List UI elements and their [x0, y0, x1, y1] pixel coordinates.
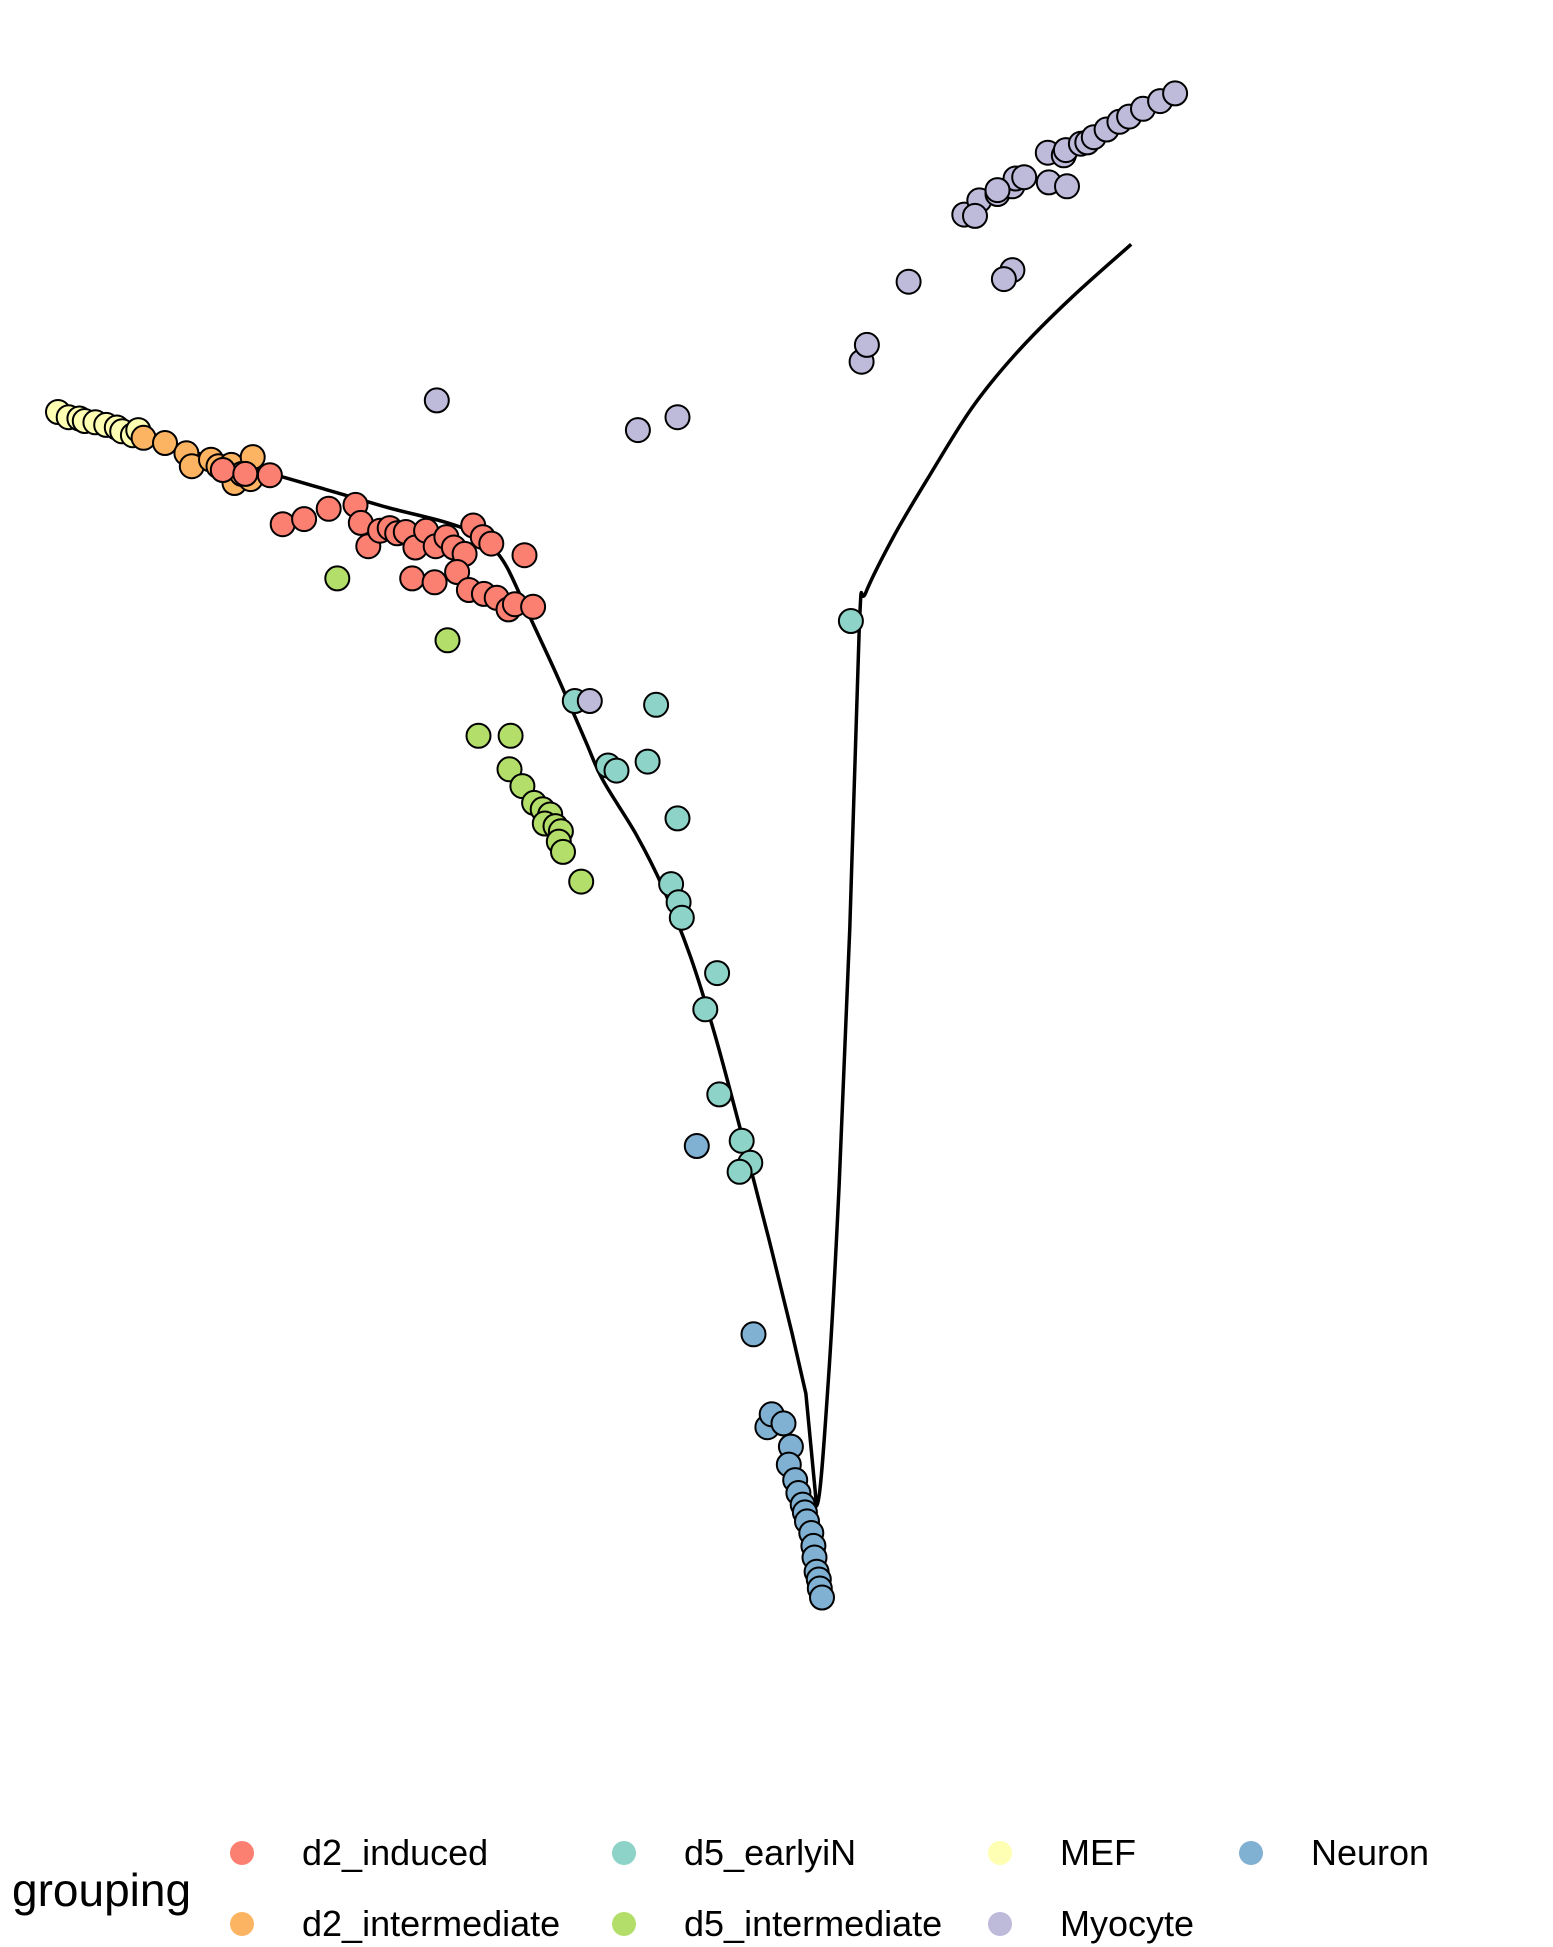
- point-d2-intermediate: [130, 424, 157, 451]
- point-d5-earlyin: [668, 904, 695, 931]
- point-myocyte: [984, 177, 1011, 204]
- legend-label-mef: MEF: [1060, 1832, 1136, 1873]
- point-d5-earlyin: [643, 691, 670, 718]
- point-d2-induced: [478, 530, 505, 557]
- legend-key-myocyte: [988, 1912, 1012, 1936]
- point-d2-induced: [256, 462, 283, 489]
- point-d5-intermediate: [465, 722, 492, 749]
- point-d5-earlyin: [664, 805, 691, 832]
- point-d2-induced: [444, 559, 471, 585]
- legend-label-neuron: Neuron: [1311, 1832, 1430, 1873]
- point-myocyte: [1162, 80, 1189, 107]
- legend-title: grouping: [12, 1864, 192, 1916]
- legend-item-myocyte: Myocyte: [988, 1901, 1194, 1947]
- legend-key-mef: [988, 1841, 1012, 1865]
- point-d2-induced: [209, 457, 236, 483]
- point-d2-induced: [269, 511, 296, 538]
- point-d5-intermediate: [324, 565, 351, 592]
- trajectory-curve: [87, 242, 1133, 1508]
- point-myocyte: [576, 688, 603, 714]
- point-d5-intermediate: [434, 627, 461, 654]
- point-d2-induced: [399, 565, 426, 592]
- legend-item-d5-earlyin: d5_earlyiN: [612, 1830, 856, 1876]
- point-d2-induced: [520, 593, 547, 620]
- point-myocyte: [895, 268, 922, 295]
- legend-key-d5-earlyin: [612, 1841, 636, 1865]
- point-d5-intermediate: [550, 838, 576, 865]
- legend-item-d2-intermediate: d2_intermediate: [230, 1901, 560, 1947]
- legend-label-myocyte: Myocyte: [1060, 1903, 1195, 1944]
- legend-item-neuron: Neuron: [1239, 1830, 1429, 1876]
- series-myocyte: [423, 80, 1189, 714]
- point-d2-induced: [232, 460, 259, 487]
- point-d5-intermediate: [568, 868, 595, 895]
- point-d5-earlyin: [704, 960, 731, 987]
- point-d2-induced: [315, 495, 342, 522]
- point-d5-earlyin: [706, 1081, 733, 1108]
- point-neuron: [740, 1321, 767, 1348]
- point-d5-earlyin: [603, 757, 630, 784]
- point-myocyte: [853, 331, 880, 358]
- legend-item-d5-intermediate: d5_intermediate: [612, 1901, 942, 1947]
- series-mef: [45, 399, 152, 449]
- series-d5-earlyin: [561, 608, 864, 1185]
- point-myocyte: [624, 417, 651, 444]
- legend-item-d2-induced: d2_induced: [230, 1830, 488, 1876]
- legend-key-d2-induced: [230, 1841, 254, 1865]
- point-d5-intermediate: [497, 722, 524, 749]
- series-d2-induced: [209, 457, 547, 623]
- point-myocyte: [1011, 164, 1038, 191]
- point-neuron: [809, 1584, 835, 1611]
- legend: grouping d2_induced d2_intermediate d5_e…: [0, 1800, 1553, 1946]
- point-d2-induced: [511, 542, 538, 569]
- point-neuron: [683, 1133, 710, 1159]
- cell-points-layer: [45, 80, 1189, 1611]
- point-d5-earlyin: [634, 748, 661, 775]
- legend-key-d2-intermediate: [230, 1912, 254, 1936]
- point-d5-earlyin: [728, 1127, 755, 1154]
- point-d2-induced: [291, 506, 318, 533]
- point-d5-earlyin: [837, 608, 864, 634]
- point-d5-earlyin: [692, 996, 719, 1023]
- point-myocyte: [1054, 173, 1080, 200]
- legend-label-d5-intermediate: d5_intermediate: [684, 1903, 943, 1944]
- legend-key-d5-intermediate: [612, 1912, 636, 1936]
- legend-label-d2-induced: d2_induced: [302, 1832, 489, 1873]
- trajectory-scatter-plot: [45, 80, 1189, 1611]
- point-myocyte: [962, 202, 988, 229]
- series-neuron: [683, 1133, 835, 1611]
- point-d2-induced: [421, 569, 448, 596]
- point-myocyte: [423, 387, 450, 414]
- point-d2-intermediate: [152, 430, 178, 456]
- point-myocyte: [664, 404, 691, 431]
- point-d5-earlyin: [726, 1158, 753, 1185]
- legend-key-neuron: [1239, 1841, 1263, 1865]
- series-d5-intermediate: [324, 565, 595, 895]
- legend-item-mef: MEF: [988, 1830, 1136, 1876]
- legend-label-d5-earlyin: d5_earlyiN: [684, 1832, 857, 1873]
- point-myocyte: [990, 266, 1017, 293]
- trajectory-curve-layer: [87, 242, 1133, 1508]
- point-neuron: [770, 1410, 797, 1437]
- legend-label-d2-intermediate: d2_intermediate: [302, 1903, 561, 1944]
